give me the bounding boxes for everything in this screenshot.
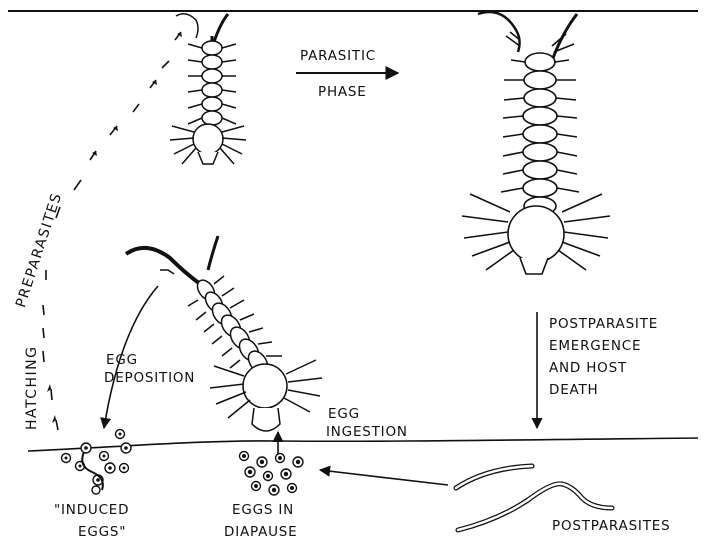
egg-deposition-label-line1: EGG [106,354,138,368]
postparasite-emergence-line2: EMERGENCE [549,340,641,354]
egg-ingestion-label-line1: EGG [328,408,360,422]
postparasites-label: POSTPARASITES [552,520,670,534]
hatching-label: HATCHING [25,345,39,430]
postparasite-to-eggs-arrow [320,470,448,485]
egg-deposition-label-line2: DEPOSITION [104,372,195,386]
eggs-diapause-label-line1: EGGS IN [232,504,294,518]
induced-eggs-cluster [62,430,132,495]
parasitic-phase-label-line1: PARASITIC [300,50,376,64]
eggs-diapause-label-line2: DIAPAUSE [224,526,298,540]
egg-laying-adult-icon [126,236,322,431]
postparasite-emergence-line3: AND HOST [549,362,627,376]
large-larva-icon [462,12,610,274]
induced-eggs-label-line1: "INDUCED [54,504,129,518]
postparasite-emergence-line1: POSTPARASITE [549,318,658,332]
egg-ingestion-label-line2: INGESTION [326,426,408,440]
induced-eggs-label-line2: EGGS" [78,526,126,540]
parasitic-phase-label-line2: PHASE [318,86,367,100]
postparasite-emergence-line4: DEATH [549,384,599,398]
